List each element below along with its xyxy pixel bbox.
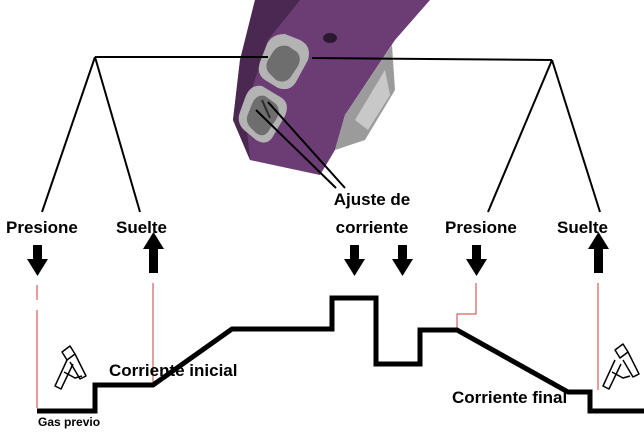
arrow-down-icon (27, 245, 48, 276)
final-current-label: Corriente final (452, 388, 568, 407)
welding-torch-icon (54, 345, 87, 390)
arrow-down-icon (392, 245, 413, 276)
arrow-down-icon (466, 245, 487, 276)
current-adjust-label-line2: corriente (335, 218, 409, 237)
arrow-up-icon (143, 232, 164, 273)
release-label-end: Suelte (557, 218, 609, 237)
arrow-up-icon (588, 232, 609, 273)
arrow-down-icon (344, 245, 365, 276)
event-markers (36, 283, 599, 408)
connector-lines (41, 56, 601, 213)
initial-current-label: Corriente inicial (109, 361, 238, 380)
press-label-end: Presione (445, 218, 517, 237)
torch-handle-image (233, 0, 430, 175)
release-label-start: Suelte (116, 218, 168, 237)
welding-torch-icon (602, 343, 640, 390)
pre-gas-label: Gas previo (38, 415, 101, 429)
current-adjust-label-line1: Ajuste de (333, 190, 411, 209)
press-label-start: Presione (6, 218, 78, 237)
current-waveform (37, 295, 644, 414)
